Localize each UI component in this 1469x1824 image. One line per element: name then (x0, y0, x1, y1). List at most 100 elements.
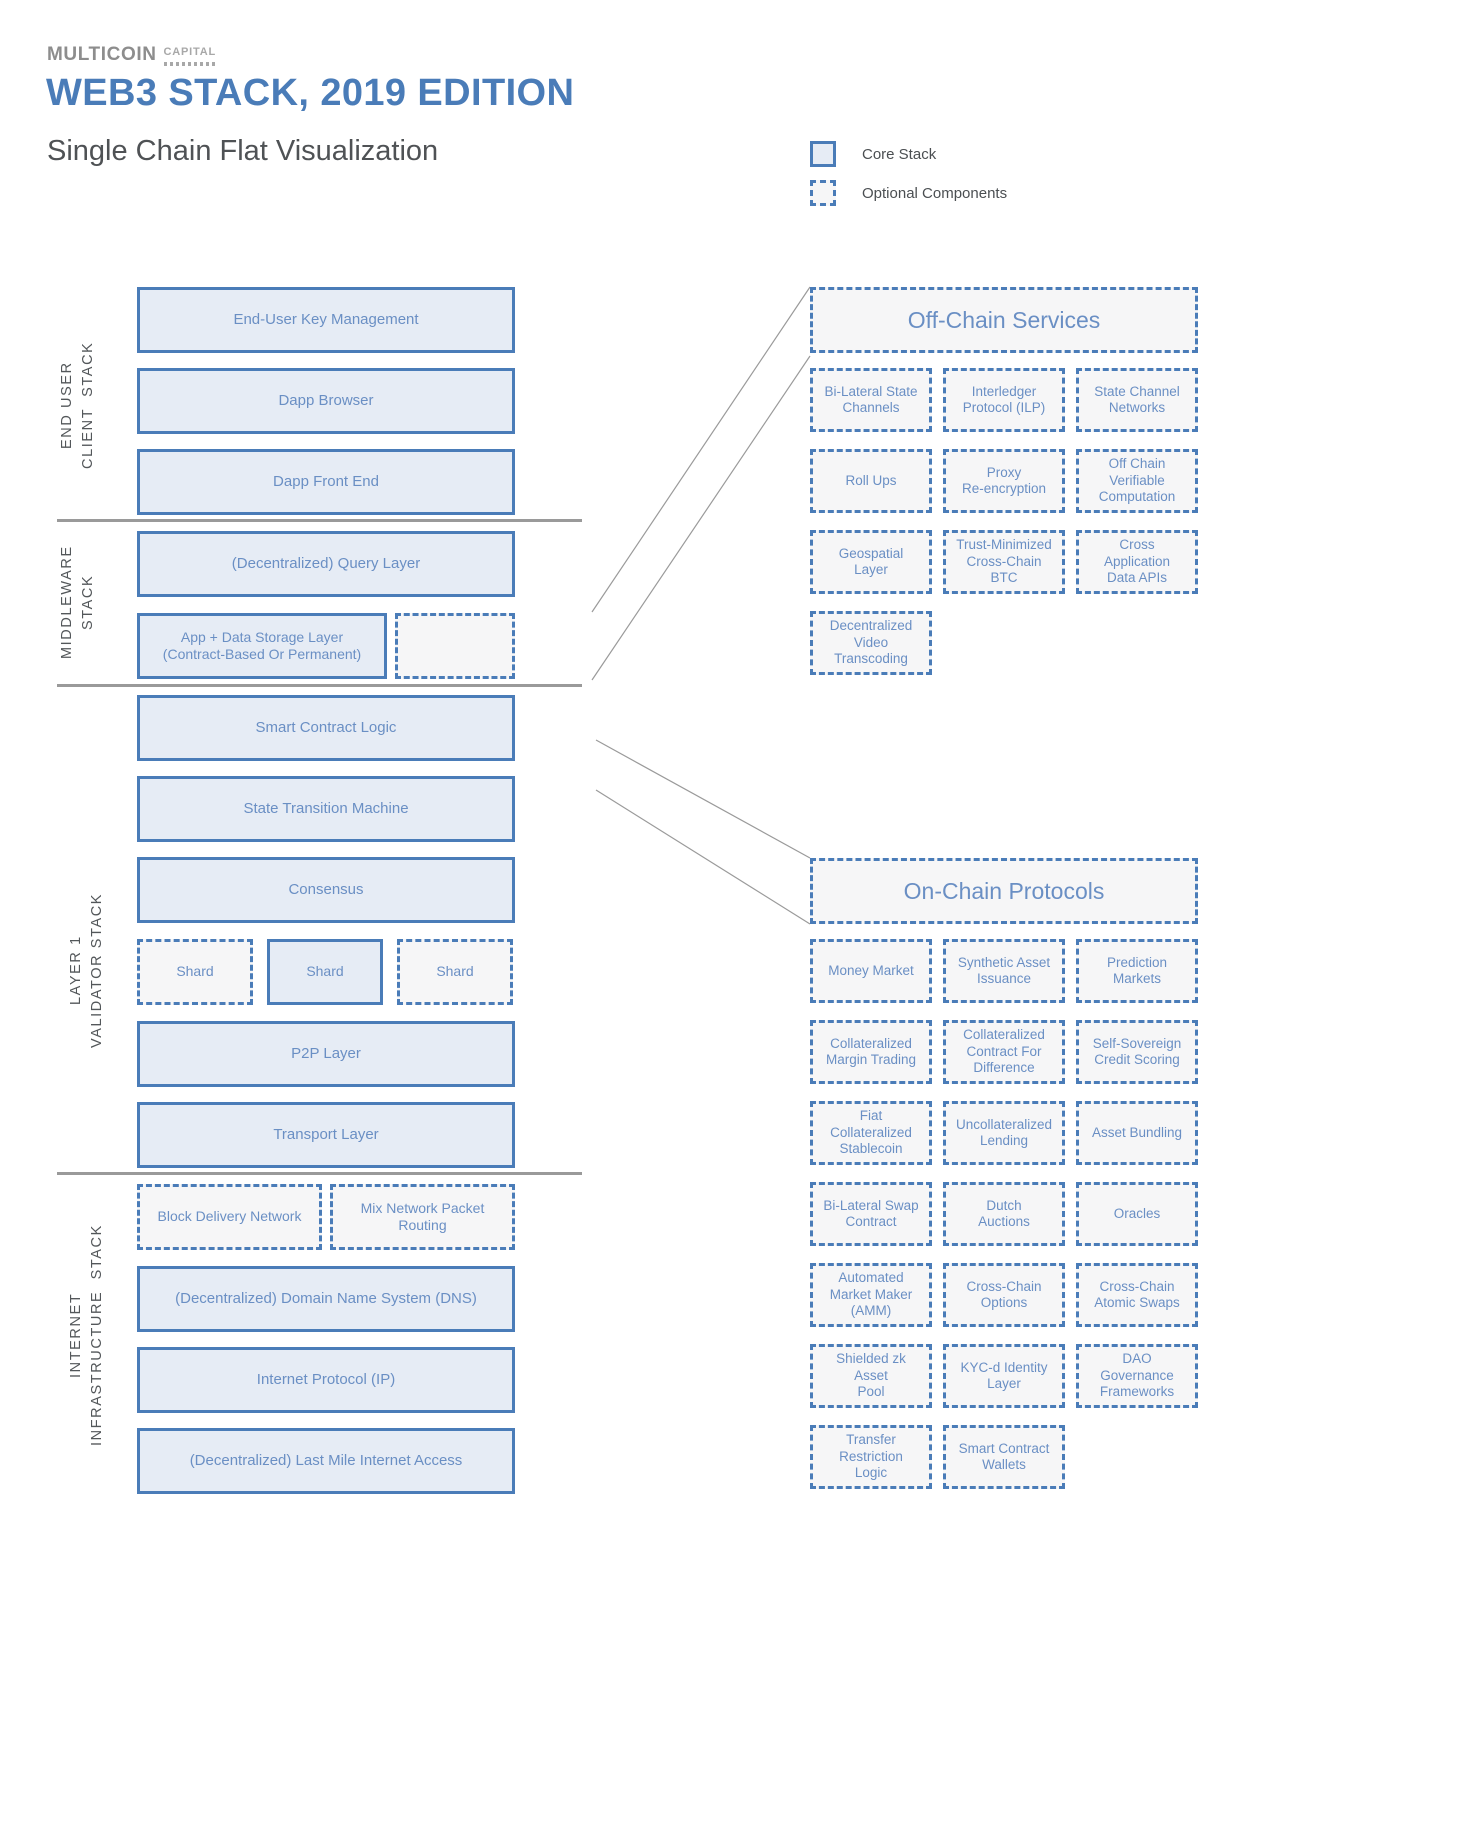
panel-item-cross-chain-atomic-swaps[interactable]: Cross-Chain Atomic Swaps (1076, 1263, 1198, 1327)
panel-item-asset-bundling[interactable]: Asset Bundling (1076, 1101, 1198, 1165)
box-label: DAO Governance Frameworks (1099, 1351, 1175, 1400)
box-label: Self-Sovereign Credit Scoring (1092, 1035, 1182, 1067)
section-label-layer-1-validator-stack: LAYER 1 VALIDATOR STACK (68, 892, 106, 1048)
panel-item-decentralized-video-transcoding[interactable]: Decentralized Video Transcoding (810, 611, 932, 675)
page-subtitle: Single Chain Flat Visualization (47, 135, 439, 167)
box-label: Fiat Collateralized Stablecoin (830, 1108, 912, 1157)
box-label: Block Delivery Network (157, 1208, 302, 1225)
box-label: Uncollateralized Lending (955, 1116, 1053, 1148)
box-label: Transport Layer (273, 1125, 379, 1143)
box-label: Trust-Minimized Cross-Chain BTC (956, 537, 1052, 586)
stack-box-decentralized-query-layer[interactable]: (Decentralized) Query Layer (137, 531, 515, 597)
box-label: On-Chain Protocols (903, 877, 1105, 904)
panel-item-fiat-collateralized-stablecoin[interactable]: Fiat Collateralized Stablecoin (810, 1101, 932, 1165)
box-label: Shard (436, 963, 474, 980)
stack-box-state-transition-machine[interactable]: State Transition Machine (137, 776, 515, 842)
box-label: Dapp Browser (278, 391, 374, 409)
section-divider-2 (57, 684, 582, 687)
stack-box-shard[interactable]: Shard (137, 939, 253, 1005)
legend: Core Stack Optional Components (810, 138, 1007, 216)
box-label: Shard (306, 963, 344, 980)
panel-item-prediction-markets[interactable]: Prediction Markets (1076, 939, 1198, 1003)
stack-box-smart-contract-logic[interactable]: Smart Contract Logic (137, 695, 515, 761)
panel-item-uncollateralized-lending[interactable]: Uncollateralized Lending (943, 1101, 1065, 1165)
panel-item-dao-governance-frameworks[interactable]: DAO Governance Frameworks (1076, 1344, 1198, 1408)
box-label: Consensus (288, 880, 364, 898)
box-label: Smart Contract Wallets (958, 1440, 1050, 1472)
stack-box-decentralized-domain-name-system-dns[interactable]: (Decentralized) Domain Name System (DNS) (137, 1266, 515, 1332)
panel-item-bi-lateral-state-channels[interactable]: Bi-Lateral State Channels (810, 368, 932, 432)
panel-item-collateralized-margin-trading[interactable]: Collateralized Margin Trading (810, 1020, 932, 1084)
panel-item-roll-ups[interactable]: Roll Ups (810, 449, 932, 513)
panel-item-dutch-auctions[interactable]: Dutch Auctions (943, 1182, 1065, 1246)
panel-item-money-market[interactable]: Money Market (810, 939, 932, 1003)
panel-item-collateralized-contract-for-difference[interactable]: Collateralized Contract For Difference (943, 1020, 1065, 1084)
panel-item-geospatial-layer[interactable]: Geospatial Layer (810, 530, 932, 594)
box-label: KYC-d Identity Layer (960, 1359, 1048, 1391)
panel-item-automated-market-maker-amm[interactable]: Automated Market Maker (AMM) (810, 1263, 932, 1327)
stack-box-placeholder-5[interactable] (395, 613, 515, 679)
panel-item-self-sovereign-credit-scoring[interactable]: Self-Sovereign Credit Scoring (1076, 1020, 1198, 1084)
box-label: Decentralized Video Transcoding (829, 618, 913, 667)
stack-box-dapp-browser[interactable]: Dapp Browser (137, 368, 515, 434)
section-label-internet-infrastructure-stack: INTERNET INFRASTRUCTURE STACK (68, 1224, 106, 1446)
panel-item-bi-lateral-swap-contract[interactable]: Bi-Lateral Swap Contract (810, 1182, 932, 1246)
panel-item-smart-contract-wallets[interactable]: Smart Contract Wallets (943, 1425, 1065, 1489)
stack-box-decentralized-last-mile-internet-access[interactable]: (Decentralized) Last Mile Internet Acces… (137, 1428, 515, 1494)
box-label: Synthetic Asset Issuance (957, 954, 1051, 986)
box-label: (Decentralized) Domain Name System (DNS) (175, 1289, 477, 1307)
box-label: Shard (176, 963, 214, 980)
box-label: State Channel Networks (1094, 383, 1180, 415)
section-label-middleware-stack: MIDDLEWARE STACK (59, 545, 97, 660)
box-label: (Decentralized) Query Layer (231, 554, 421, 572)
stack-box-p2p-layer[interactable]: P2P Layer (137, 1021, 515, 1087)
stack-box-mix-network-packet-routing[interactable]: Mix Network Packet Routing (330, 1184, 515, 1250)
box-label: Proxy Re-encryption (961, 464, 1047, 496)
box-label: Mix Network Packet Routing (360, 1199, 485, 1233)
brand-dots-icon (163, 62, 216, 66)
box-label: Transfer Restriction Logic (839, 1432, 903, 1481)
panel-item-transfer-restriction-logic[interactable]: Transfer Restriction Logic (810, 1425, 932, 1489)
stack-box-internet-protocol-ip[interactable]: Internet Protocol (IP) (137, 1347, 515, 1413)
panel-item-synthetic-asset-issuance[interactable]: Synthetic Asset Issuance (943, 939, 1065, 1003)
panel-header-off-chain-services: Off-Chain Services (810, 287, 1198, 353)
panel-item-cross-application-data-apis[interactable]: Cross Application Data APIs (1076, 530, 1198, 594)
brand-sub: CAPITAL (163, 46, 216, 58)
panel-header-on-chain-protocols: On-Chain Protocols (810, 858, 1198, 924)
panel-item-trust-minimized-cross-chain-btc[interactable]: Trust-Minimized Cross-Chain BTC (943, 530, 1065, 594)
box-label: Dapp Front End (273, 472, 379, 490)
panel-item-kyc-d-identity-layer[interactable]: KYC-d Identity Layer (943, 1344, 1065, 1408)
panel-item-proxy-re-encryption[interactable]: Proxy Re-encryption (943, 449, 1065, 513)
stack-box-dapp-front-end[interactable]: Dapp Front End (137, 449, 515, 515)
box-label: Off-Chain Services (907, 306, 1101, 333)
stack-box-end-user-key-management[interactable]: End-User Key Management (137, 287, 515, 353)
panel-item-shielded-zk-asset-pool[interactable]: Shielded zk Asset Pool (810, 1344, 932, 1408)
legend-swatch-core-icon (810, 141, 836, 167)
panel-item-interledger-protocol-ilp[interactable]: Interledger Protocol (ILP) (943, 368, 1065, 432)
box-label: Collateralized Margin Trading (825, 1035, 917, 1067)
stack-box-shard[interactable]: Shard (267, 939, 383, 1005)
brand-sub-wrap: CAPITAL (163, 42, 216, 66)
panel-item-oracles[interactable]: Oracles (1076, 1182, 1198, 1246)
box-label: Cross Application Data APIs (1103, 537, 1171, 586)
box-label: P2P Layer (291, 1044, 361, 1062)
panel-item-off-chain-verifiable-computation[interactable]: Off Chain Verifiable Computation (1076, 449, 1198, 513)
panel-item-cross-chain-options[interactable]: Cross-Chain Options (943, 1263, 1065, 1327)
panel-item-state-channel-networks[interactable]: State Channel Networks (1076, 368, 1198, 432)
section-divider-3 (57, 1172, 582, 1175)
box-label: Off Chain Verifiable Computation (1098, 456, 1176, 505)
stack-box-app-data-storage-layer-contract-based-or-permanent[interactable]: App + Data Storage Layer (Contract-Based… (137, 613, 387, 679)
box-label: Smart Contract Logic (255, 718, 397, 736)
page-title: WEB3 STACK, 2019 EDITION (46, 72, 575, 114)
box-label: Prediction Markets (1106, 954, 1168, 986)
box-label: Bi-Lateral State Channels (824, 383, 918, 415)
box-label: Oracles (1113, 1205, 1161, 1221)
stack-box-block-delivery-network[interactable]: Block Delivery Network (137, 1184, 322, 1250)
box-label: Dutch Auctions (978, 1197, 1030, 1229)
box-label: End-User Key Management (233, 310, 419, 328)
legend-label-optional: Optional Components (862, 184, 1008, 202)
stack-box-shard[interactable]: Shard (397, 939, 513, 1005)
box-label: Geospatial Layer (838, 545, 904, 577)
stack-box-consensus[interactable]: Consensus (137, 857, 515, 923)
stack-box-transport-layer[interactable]: Transport Layer (137, 1102, 515, 1168)
